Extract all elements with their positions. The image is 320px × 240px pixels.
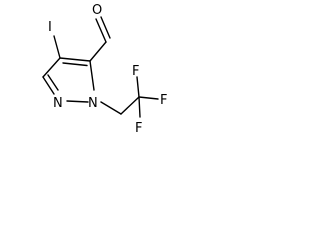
bond-carbonyl-oxygen-double <box>100 16 111 39</box>
bond-c4-iodine <box>53 35 61 59</box>
bond-c4-c5-double <box>62 62 88 67</box>
atom-label-nitrogen-2: N <box>53 96 63 111</box>
bond-ch2-cf3 <box>120 96 140 115</box>
atom-label-fluorine-bottom: F <box>135 121 142 136</box>
bond-c5-n1 <box>89 60 95 91</box>
bond-n1-n2 <box>66 100 89 103</box>
bond-cf3-f-bottom <box>138 96 141 118</box>
bond-n1-ch2 <box>100 101 122 115</box>
bond-c4-c5 <box>59 57 91 62</box>
atom-label-oxygen: O <box>92 3 102 18</box>
bond-c5-carbonyl <box>89 41 107 62</box>
atom-label-fluorine-top: F <box>132 64 139 79</box>
chemical-structure-diagram: I O N N F F F <box>42 3 167 136</box>
atom-label-fluorine-right: F <box>160 93 167 108</box>
bond-cf3-f-top <box>136 76 140 98</box>
atom-label-iodine: I <box>48 20 52 35</box>
bond-c3-c4 <box>42 57 61 78</box>
bond-n2-c3-double <box>47 74 59 91</box>
bond-cf3-f-right <box>138 96 159 100</box>
atom-label-nitrogen-1: N <box>88 96 98 111</box>
bond-n2-c3 <box>42 76 55 95</box>
bond-carbonyl-oxygen <box>95 18 107 43</box>
